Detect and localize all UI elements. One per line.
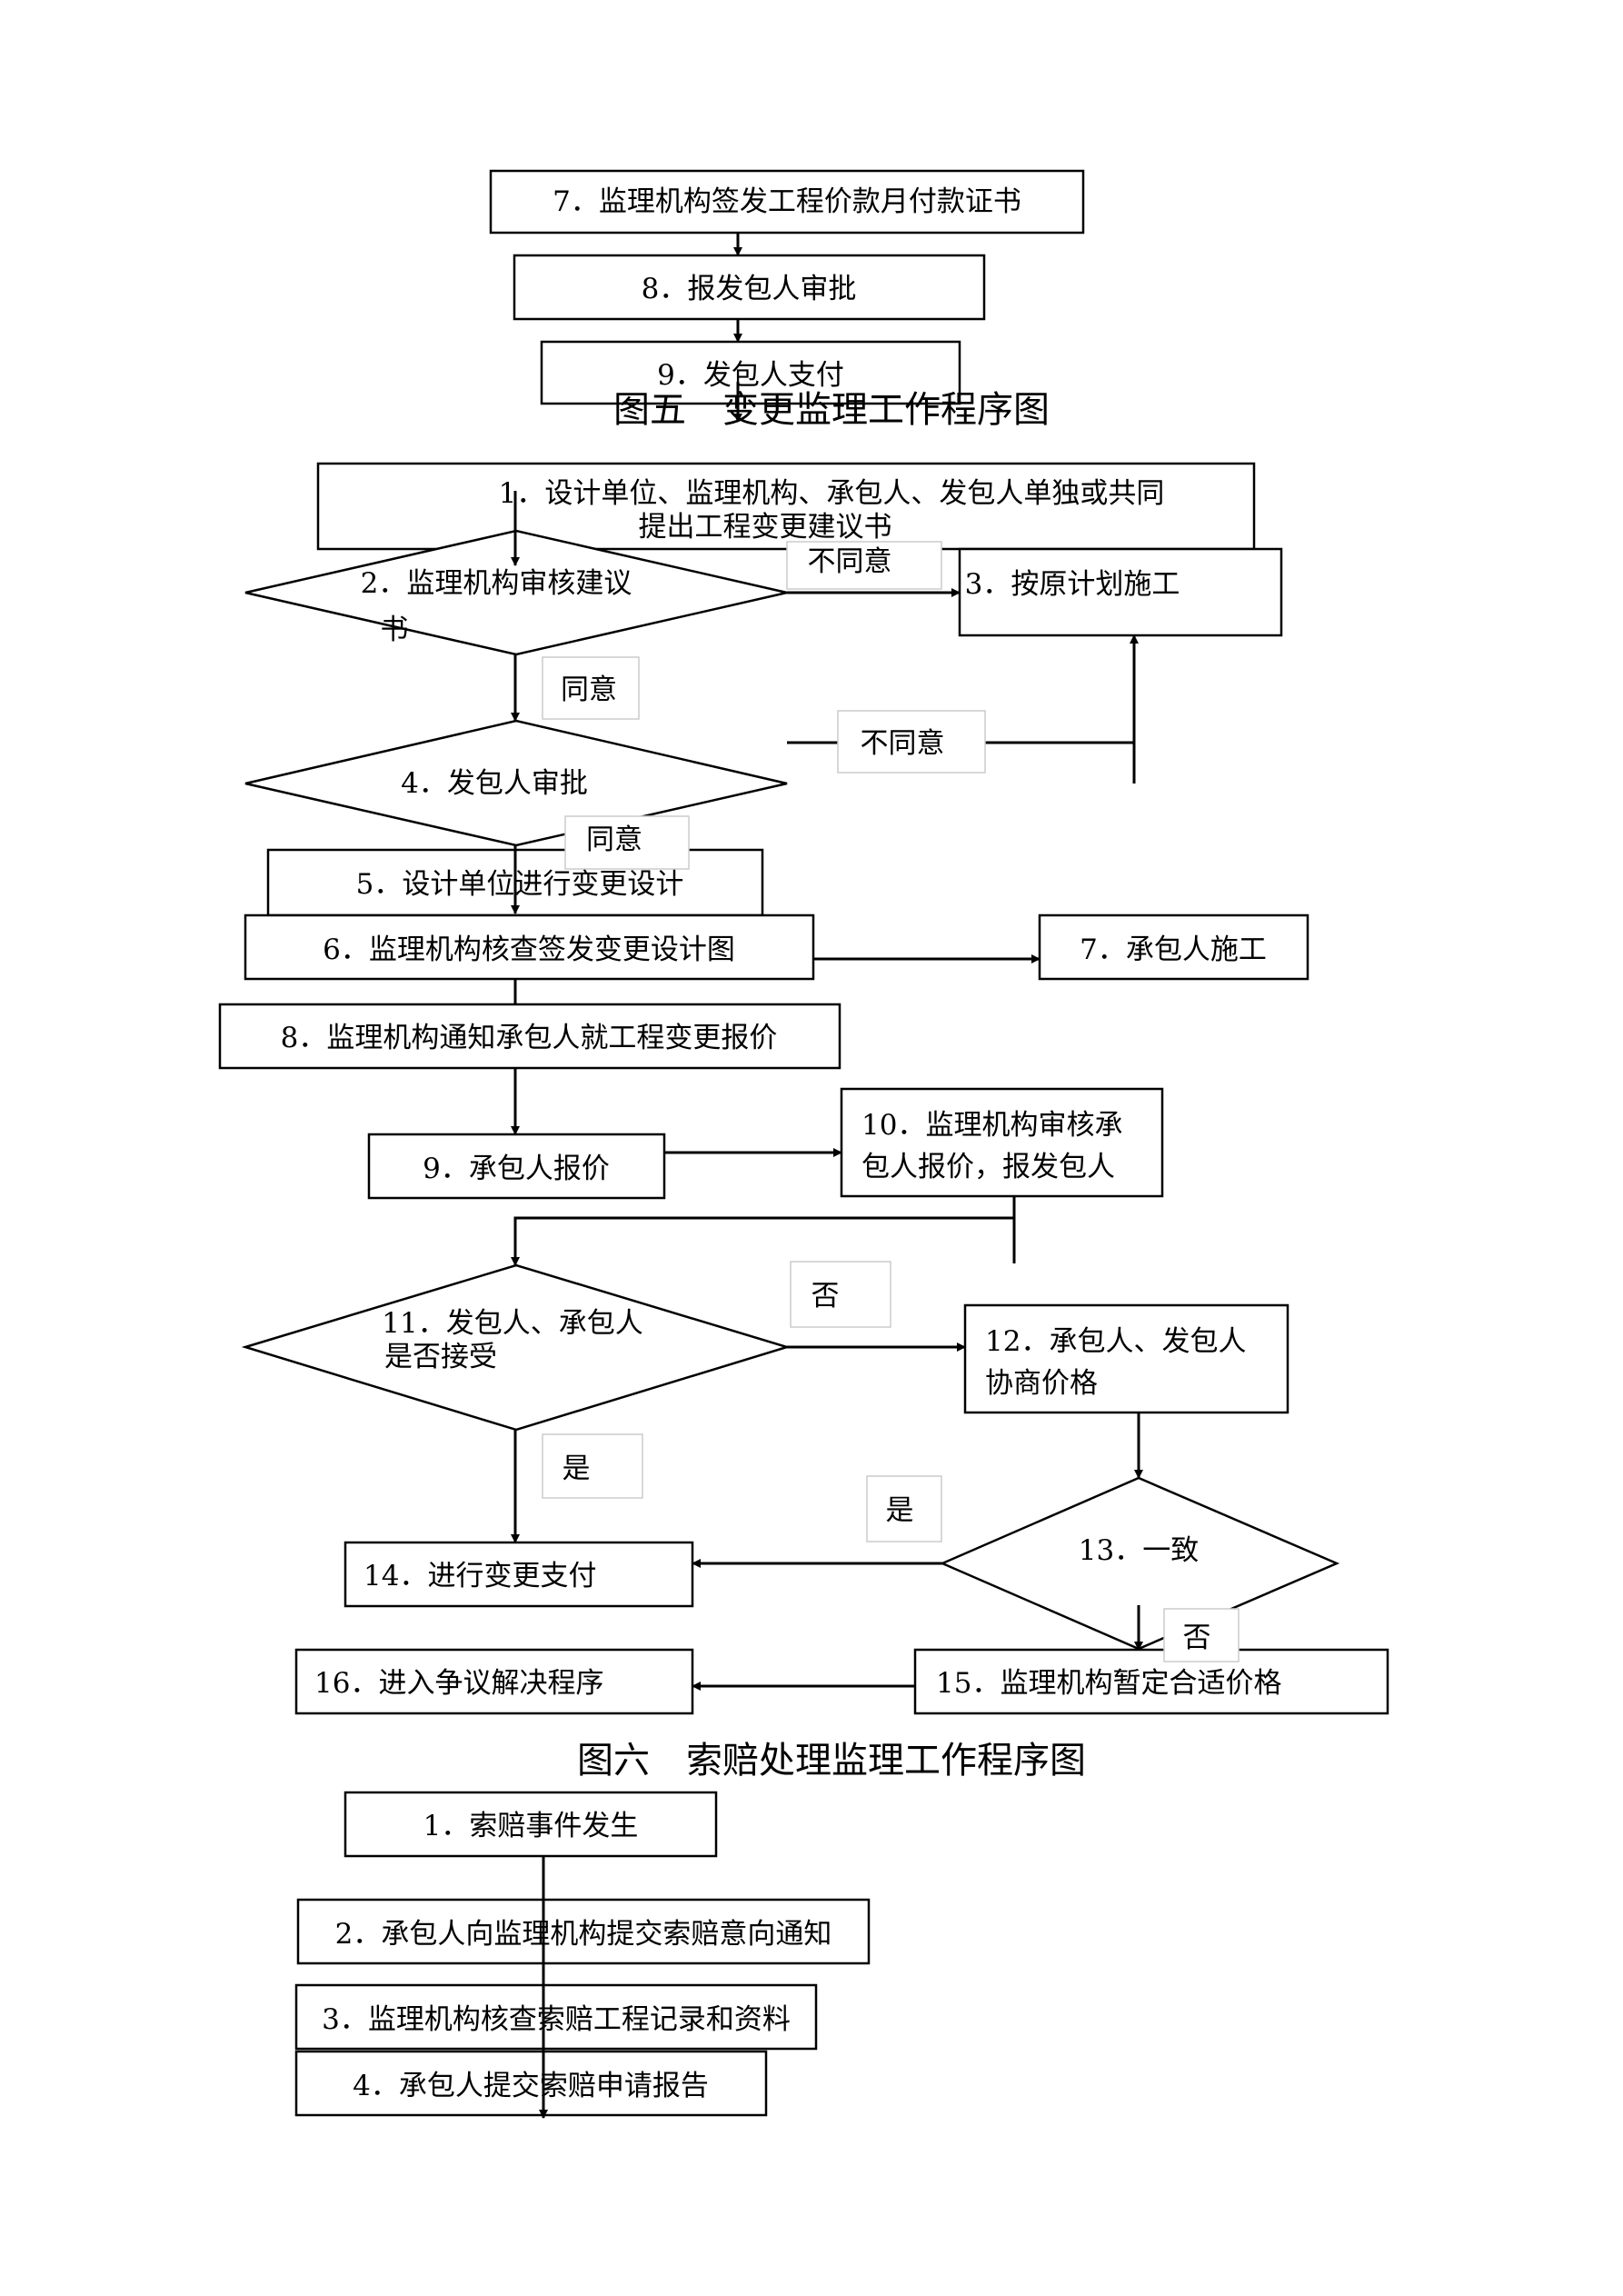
label-no-2: 否 xyxy=(1163,1608,1240,1662)
claim-step-3: 3．监理机构核查索赔工程记录和资料 xyxy=(294,1983,818,2051)
change-step-16-label: 16．进入争议解决程序 xyxy=(314,1667,603,1700)
change-step-16: 16．进入争议解决程序 xyxy=(294,1648,694,1715)
label-agree-1-text: 同意 xyxy=(561,674,617,706)
change-step-15-label: 15．监理机构暂定合适价格 xyxy=(936,1667,1281,1700)
change-step-1-line2: 提出工程变更建议书 xyxy=(639,511,892,544)
change-step-1-line1: 1．设计单位、监理机构、承包人、发包人单独或共同 xyxy=(499,477,1165,510)
change-step-12: 12．承包人、发包人 协商价格 xyxy=(963,1303,1289,1414)
change-step-6-label: 6．监理机构核查签发变更设计图 xyxy=(323,933,735,966)
change-step-13-decision: 13．一致 xyxy=(939,1476,1340,1651)
claim-step-2: 2．承包人向监理机构提交索赔意向通知 xyxy=(296,1898,871,1965)
change-step-8: 8．监理机构通知承包人就工程变更报价 xyxy=(218,1003,841,1070)
change-step-10: 10．监理机构审核承 包人报价，报发包人 xyxy=(840,1087,1164,1198)
change-step-10-line2: 包人报价，报发包人 xyxy=(861,1151,1115,1183)
label-yes-1-text: 是 xyxy=(563,1452,591,1485)
change-step-2-line2: 书 xyxy=(381,614,409,646)
label-agree-1: 同意 xyxy=(542,656,640,720)
claim-step-1-label: 1．索赔事件发生 xyxy=(423,1810,639,1842)
change-step-11-decision: 11．发包人、承包人 是否接受 xyxy=(241,1263,792,1432)
claim-flow-title: 图六 索赔处理监理工作程序图 xyxy=(577,1740,1086,1782)
change-step-10-line1: 10．监理机构审核承 xyxy=(861,1109,1122,1142)
label-yes-2: 是 xyxy=(866,1475,942,1542)
claim-step-4: 4．承包人提交索赔申请报告 xyxy=(294,2050,768,2117)
change-step-2-line1: 2．监理机构审核建议 xyxy=(361,567,632,600)
change-step-6: 6．监理机构核查签发变更设计图 xyxy=(244,913,815,981)
change-step-15: 15．监理机构暂定合适价格 xyxy=(913,1648,1389,1715)
change-step-7-label: 7．承包人施工 xyxy=(1080,933,1267,966)
label-no-1: 否 xyxy=(790,1261,891,1328)
change-step-9-label: 9．承包人报价 xyxy=(423,1153,610,1185)
change-step-2-decision: 2．监理机构审核建议 书 xyxy=(244,529,788,656)
change-step-14-label: 14．进行变更支付 xyxy=(363,1560,596,1592)
label-yes-1: 是 xyxy=(542,1433,643,1499)
payment-step-9: 9．发包人支付 xyxy=(540,340,961,405)
change-step-11-line2: 是否接受 xyxy=(384,1341,497,1373)
change-step-3-label: 3．按原计划施工 xyxy=(965,568,1180,601)
label-no-1-text: 否 xyxy=(812,1280,840,1313)
change-step-13-label: 13．一致 xyxy=(1079,1534,1199,1567)
payment-step-7: 7．监理机构签发工程价款月付款证书 xyxy=(489,169,1085,235)
change-flow-title: 图五 变更监理工作程序图 xyxy=(613,389,1050,431)
change-step-4-label: 4．发包人审批 xyxy=(401,767,588,800)
label-yes-2-text: 是 xyxy=(886,1494,914,1527)
change-step-1: 1．设计单位、监理机构、承包人、发包人单独或共同 提出工程变更建议书 xyxy=(316,462,1256,551)
label-disagree-2: 不同意 xyxy=(837,710,986,774)
change-step-7: 7．承包人施工 xyxy=(1038,913,1309,981)
label-agree-2-text: 同意 xyxy=(586,824,642,856)
label-no-2-text: 否 xyxy=(1183,1622,1211,1654)
change-step-12-line2: 协商价格 xyxy=(985,1367,1098,1400)
claim-step-2-label: 2．承包人向监理机构提交索赔意向通知 xyxy=(335,1918,832,1951)
change-step-9: 9．承包人报价 xyxy=(367,1133,666,1200)
label-disagree-1-text: 不同意 xyxy=(808,545,892,578)
change-step-11-line1: 11．发包人、承包人 xyxy=(382,1307,642,1340)
change-step-5-label: 5．设计单位进行变更设计 xyxy=(356,868,684,901)
label-disagree-1: 不同意 xyxy=(786,541,942,590)
change-step-4-decision: 4．发包人审批 xyxy=(244,719,788,847)
change-step-14: 14．进行变更支付 xyxy=(344,1541,694,1608)
payment-step-8: 8．报发包人审批 xyxy=(513,254,986,321)
payment-step-7-label: 7．监理机构签发工程价款月付款证书 xyxy=(553,185,1021,218)
label-disagree-2-text: 不同意 xyxy=(861,727,945,760)
payment-step-8-label: 8．报发包人审批 xyxy=(642,273,857,305)
change-step-3: 3．按原计划施工 xyxy=(958,547,1283,637)
claim-step-3-label: 3．监理机构核查索赔工程记录和资料 xyxy=(322,2003,791,2036)
change-step-8-label: 8．监理机构通知承包人就工程变更报价 xyxy=(281,1022,778,1054)
claim-step-4-label: 4．承包人提交索赔申请报告 xyxy=(353,2070,709,2102)
label-agree-2: 同意 xyxy=(564,815,690,870)
claim-step-1: 1．索赔事件发生 xyxy=(344,1791,718,1858)
payment-step-9-label: 9．发包人支付 xyxy=(657,359,844,392)
change-step-12-line1: 12．承包人、发包人 xyxy=(985,1325,1246,1358)
